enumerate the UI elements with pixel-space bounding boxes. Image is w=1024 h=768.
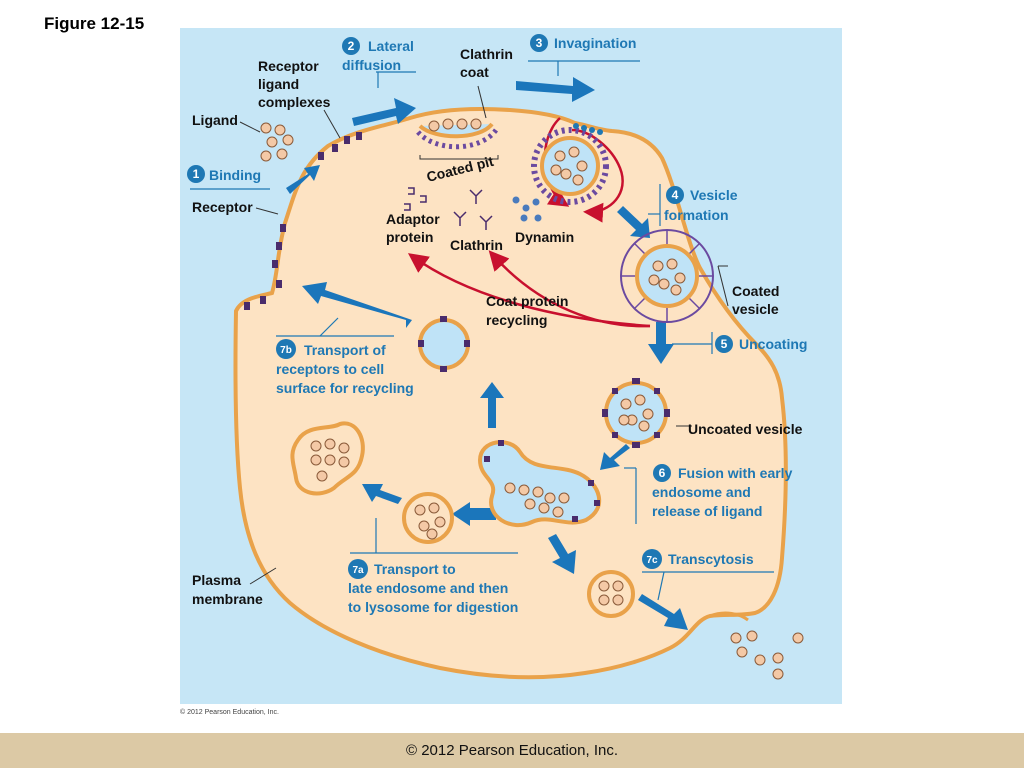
recycle-arrow-left — [302, 282, 412, 328]
label-plasma-2: membrane — [192, 591, 263, 607]
step-7c-number: 7c — [646, 555, 658, 566]
step-4-text-1: Vesicle — [690, 187, 738, 203]
label-receptor-ligand-2: ligand — [258, 76, 299, 92]
fusion-arrow — [600, 444, 630, 470]
step-2-number: 2 — [348, 39, 355, 53]
transcytosis-vesicle — [587, 570, 635, 618]
panel-copyright: © 2012 Pearson Education, Inc. — [180, 709, 279, 716]
label-coated-vesicle-1: Coated — [732, 283, 779, 299]
step-2-text-1: Lateral — [368, 38, 414, 54]
step-3-text: Invagination — [554, 35, 636, 51]
step-6-text-2: endosome and — [652, 484, 751, 500]
step-7c: 7c Transcytosis — [642, 549, 754, 569]
vesicle-formation-arrow — [617, 206, 650, 238]
step-7a-text-1: Transport to — [374, 561, 456, 577]
to-lysosome-arrow — [362, 484, 402, 504]
to-late-endosome-arrow — [452, 502, 496, 526]
step-7c-text: Transcytosis — [668, 551, 754, 567]
label-adaptor-2: protein — [386, 229, 433, 245]
transcytosis-arrow-2 — [638, 594, 688, 630]
recycle-arrow-up — [480, 382, 504, 428]
coated-vesicle — [620, 229, 714, 323]
recycling-vesicle — [418, 316, 470, 372]
membrane-receptors — [244, 132, 362, 310]
label-adaptor-1: Adaptor — [386, 211, 440, 227]
flow-arrows — [286, 77, 688, 630]
step-7b: 7b Transport of receptors to cell surfac… — [276, 339, 414, 396]
uncoating-arrow — [648, 322, 674, 364]
step-1-text: Binding — [209, 167, 261, 183]
footer-bar: © 2012 Pearson Education, Inc. — [0, 733, 1024, 768]
step-7a-number: 7a — [352, 565, 364, 576]
dynamin-icons — [512, 196, 542, 222]
label-clathrin-coat-2: coat — [460, 64, 489, 80]
transcytosis-arrow-1 — [548, 534, 576, 574]
step-3-number: 3 — [536, 36, 543, 50]
label-coat-recycling-1: Coat protein — [486, 293, 568, 309]
adaptor-protein-icons — [404, 187, 427, 211]
leader-lines — [239, 85, 729, 585]
step-2-text-2: diffusion — [342, 57, 401, 73]
step-6-text-1: Fusion with early — [678, 465, 793, 481]
uncoated-vesicle — [602, 378, 670, 448]
step-5: 5 Uncoating — [715, 335, 807, 353]
step-4-number: 4 — [672, 188, 679, 202]
step-rules — [190, 60, 774, 601]
lysosome — [290, 421, 365, 496]
step-7a-text-2: late endosome and then — [348, 580, 508, 596]
label-coat-recycling-2: recycling — [486, 312, 547, 328]
late-endosome — [402, 492, 454, 544]
step-6-text-3: release of ligand — [652, 503, 762, 519]
step-4-text-2: formation — [664, 207, 729, 223]
label-receptor-ligand-3: complexes — [258, 94, 331, 110]
label-coated-vesicle-2: vesicle — [732, 301, 779, 317]
diagram-panel: Ligand Receptor ligand complexes Clathri… — [180, 28, 842, 704]
step-7a: 7a Transport to late endosome and then t… — [348, 559, 518, 615]
step-7b-text-3: surface for recycling — [276, 380, 414, 396]
step-7b-number: 7b — [280, 345, 292, 356]
label-clathrin: Clathrin — [450, 237, 503, 253]
step-6-number: 6 — [659, 466, 666, 480]
step-6: 6 Fusion with early endosome and release… — [652, 464, 793, 519]
label-plasma-1: Plasma — [192, 572, 241, 588]
label-clathrin-coat-1: Clathrin — [460, 46, 513, 62]
endocytosis-diagram: Ligand Receptor ligand complexes Clathri… — [187, 34, 807, 680]
cell-membrane-outlet — [709, 611, 749, 622]
step-1-number: 1 — [193, 167, 200, 181]
early-endosome — [477, 440, 602, 528]
footer-copyright: © 2012 Pearson Education, Inc. — [405, 742, 619, 759]
step-4: 4 Vesicle formation — [664, 186, 738, 223]
invagination-arrow — [516, 77, 595, 102]
step-3: 3 Invagination — [530, 34, 636, 52]
label-dynamin: Dynamin — [515, 229, 574, 245]
step-1: 1 Binding — [187, 165, 261, 183]
step-2: 2 Lateral diffusion — [342, 37, 414, 73]
step-5-number: 5 — [721, 337, 728, 351]
step-5-text: Uncoating — [739, 336, 807, 352]
label-receptor: Receptor — [192, 199, 253, 215]
label-uncoated-vesicle: Uncoated vesicle — [688, 421, 803, 437]
coated-pit-invaginating — [531, 123, 609, 205]
clathrin-icons — [453, 189, 493, 230]
figure-title: Figure 12-15 — [44, 14, 145, 33]
lateral-arrow — [352, 98, 416, 126]
step-7a-text-3: to lysosome for digestion — [348, 599, 518, 615]
step-7b-text-1: Transport of — [304, 342, 386, 358]
coated-pit-flat — [416, 118, 499, 160]
binding-arrow — [286, 165, 320, 194]
step-7b-text-2: receptors to cell — [276, 361, 384, 377]
label-receptor-ligand-1: Receptor — [258, 58, 319, 74]
ligand-particles — [260, 122, 804, 680]
label-ligand: Ligand — [192, 112, 238, 128]
